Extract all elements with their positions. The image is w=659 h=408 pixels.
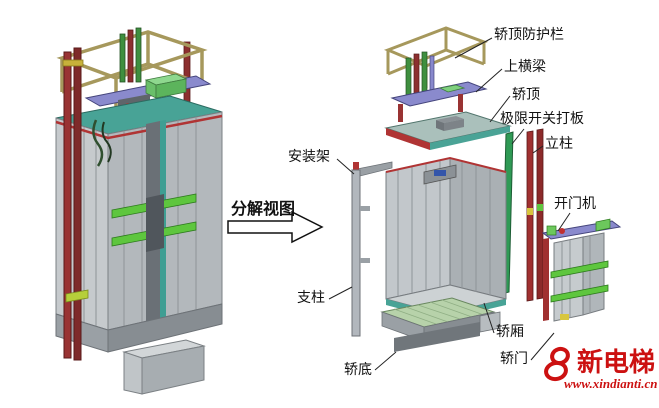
exploded-view-arrow-label: 分解视图: [231, 201, 296, 218]
assembled-elevator-model: [55, 27, 223, 395]
label-limit-switch-plate: 极限开关打板: [500, 112, 584, 127]
exploded-door-operator: [541, 218, 622, 322]
exploded-view: [351, 26, 622, 352]
label-door-operator: 开门机: [554, 197, 596, 212]
watermark-brand: 新电梯: [577, 348, 656, 377]
exploded-car-bottom: [380, 297, 501, 352]
label-column: 立柱: [545, 137, 573, 152]
exploded-columns: [526, 128, 544, 302]
exploded-cabin: [385, 156, 507, 320]
leader-lines: [328, 37, 571, 371]
exploded-arrow: [227, 210, 324, 244]
label-car-bottom: 轿底: [344, 363, 372, 378]
xindianti-logo: [544, 346, 570, 382]
exploded-railing: [383, 26, 489, 88]
watermark-url: www.xindianti.cn: [564, 376, 658, 391]
label-mounting-frame: 安装架: [288, 150, 330, 165]
label-car-top-railing: 轿顶防护栏: [494, 28, 564, 43]
label-cabin: 轿厢: [496, 325, 524, 340]
label-upper-beam: 上横梁: [504, 60, 546, 75]
label-car-door: 轿门: [500, 352, 528, 367]
label-support: 支柱: [297, 291, 325, 306]
label-car-top: 轿顶: [512, 88, 540, 103]
exploded-mounting-frame: [351, 161, 393, 337]
